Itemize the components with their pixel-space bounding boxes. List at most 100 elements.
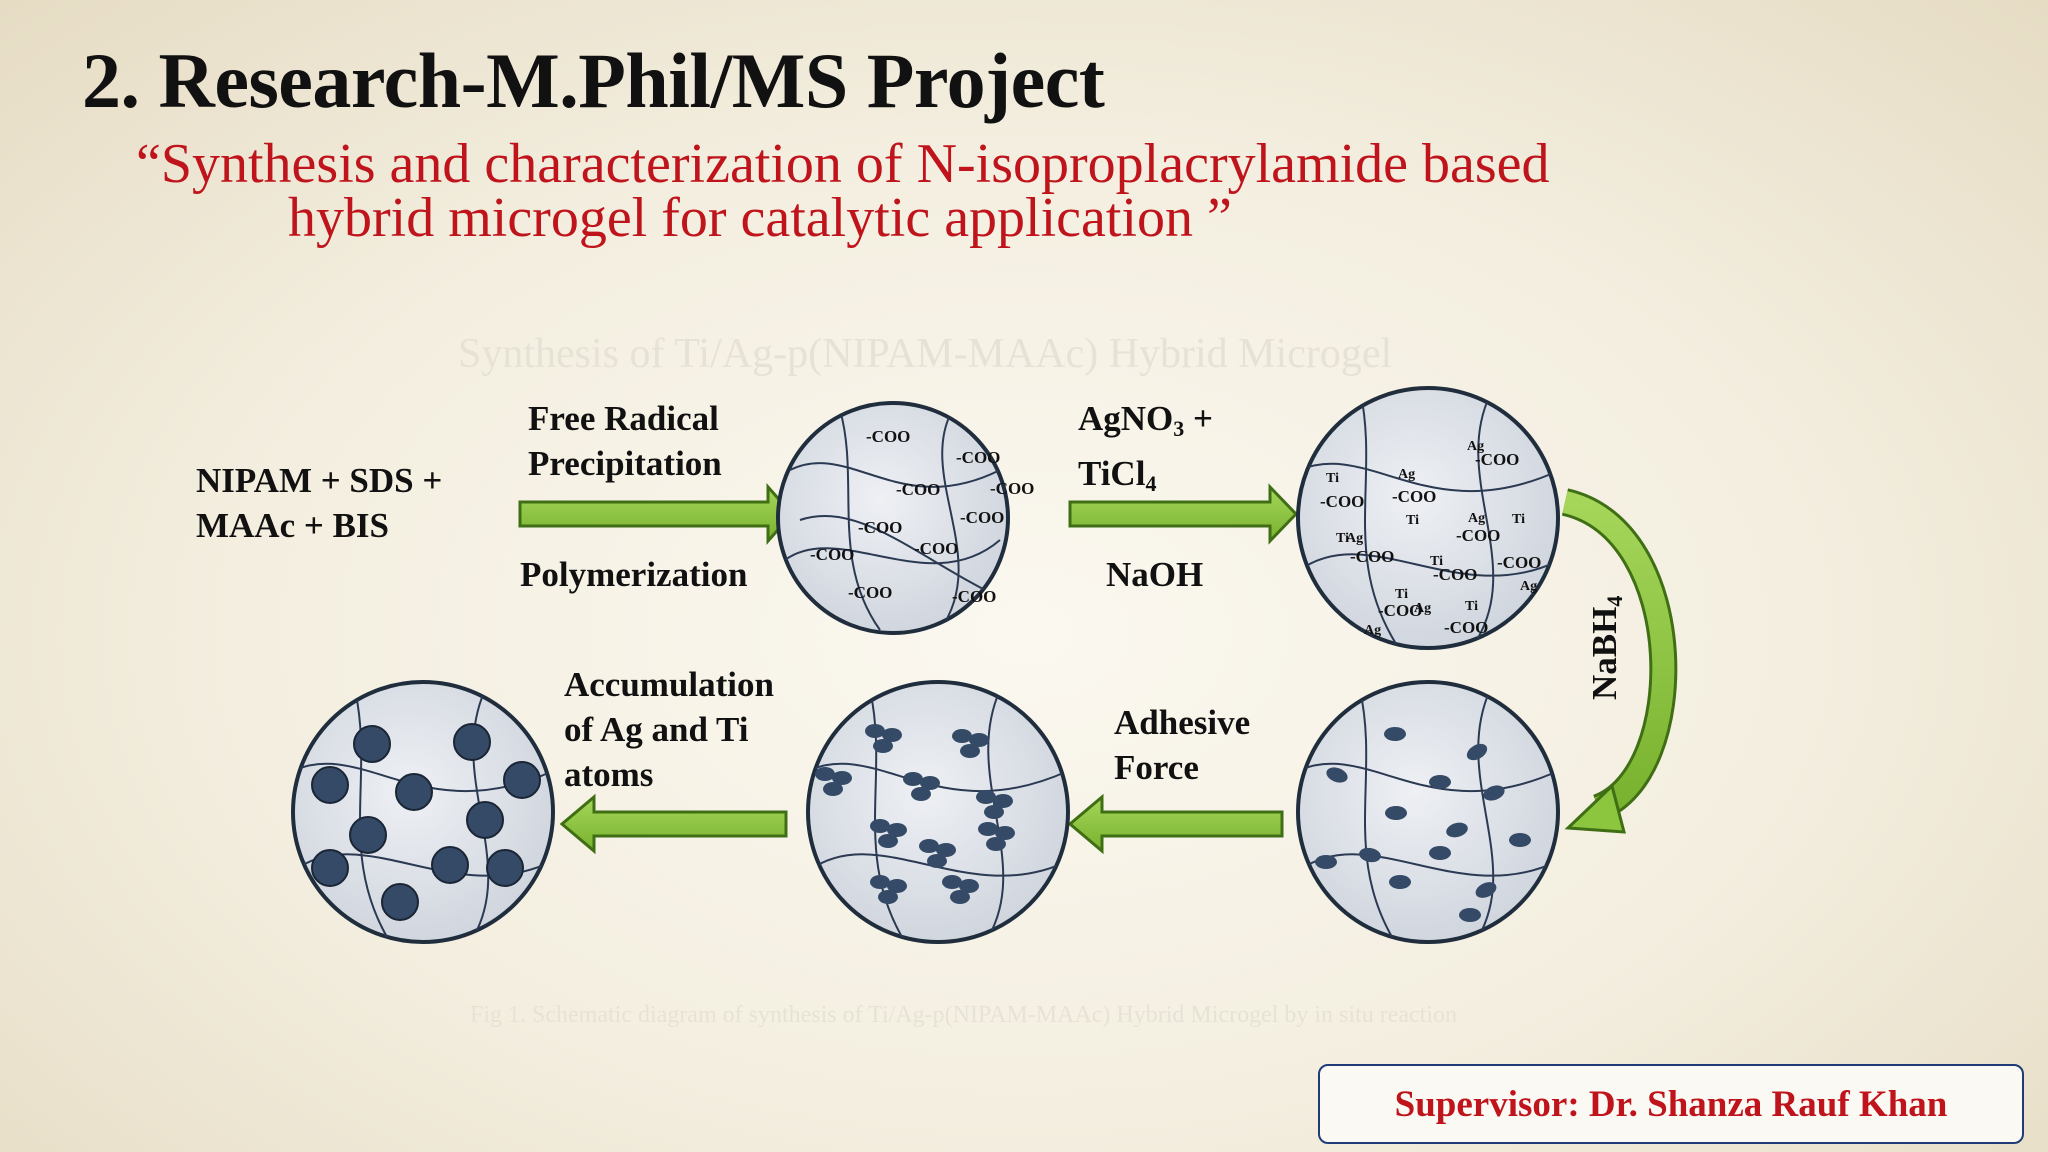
nanoparticle-cluster — [978, 822, 998, 836]
nanoparticle — [1466, 743, 1488, 761]
ti-ion-label: Ti — [1512, 512, 1525, 527]
metal-particle — [503, 761, 541, 799]
nanoparticle-cluster — [832, 771, 852, 785]
nanoparticle — [1509, 833, 1531, 847]
slide-title: 2. Research-M.Phil/MS Project — [82, 37, 1105, 124]
nanoparticle-cluster — [878, 834, 898, 848]
coo-group-label: -COO — [952, 587, 996, 606]
coo-group-label: -COO — [990, 479, 1034, 498]
ag-ion-label: Ag — [1467, 439, 1484, 454]
coo-group-label: -COO — [1475, 450, 1519, 469]
ti-ion-label: Ti — [1430, 554, 1443, 569]
microgel-sphere-2: -COO-COO-COO-COO-COO-COO-COO-COO-COOAgAg… — [1296, 386, 1560, 650]
step2-label-bottom: NaOH — [1106, 555, 1204, 594]
metal-particle — [311, 849, 349, 887]
nanoparticle-cluster — [815, 767, 835, 781]
nanoparticle-cluster — [976, 790, 996, 804]
microgel-sphere-1: -COO-COO-COO-COO-COO-COO-COO-COO-COO-COO — [776, 401, 1034, 635]
coo-group-label: -COO — [858, 518, 902, 537]
ti-ion-label: Ti — [1406, 513, 1419, 528]
ag-ion-label: Ag — [1520, 579, 1537, 594]
coo-group-label: -COO — [1378, 601, 1422, 620]
step3-label-nabh4: NaBH4 — [1585, 595, 1627, 700]
nanoparticle — [1483, 785, 1505, 801]
ti-ion-label: Ti — [1336, 531, 1349, 546]
nanoparticle-cluster — [882, 728, 902, 742]
nanoparticle-cluster — [986, 837, 1006, 851]
ag-ion-label: Ag — [1346, 531, 1363, 546]
nanoparticle-cluster — [865, 724, 885, 738]
metal-particle — [395, 773, 433, 811]
arrow-step-4 — [1067, 793, 1284, 855]
metal-particle — [353, 725, 391, 763]
coo-group-label: -COO — [1392, 487, 1436, 506]
nanoparticle-cluster — [887, 823, 907, 837]
coo-group-label: -COO — [1497, 553, 1541, 572]
nanoparticle — [1429, 846, 1451, 860]
coo-group-label: -COO — [810, 545, 854, 564]
faint-diagram-heading: Synthesis of Ti/Ag-p(NIPAM-MAAc) Hybrid … — [458, 331, 1393, 377]
ti-ion-label: Ti — [1465, 599, 1478, 614]
microgel-sphere-3 — [1296, 680, 1560, 944]
ti-ion-label: Ti — [1326, 471, 1339, 486]
nanoparticle-cluster — [911, 787, 931, 801]
coo-group-label: -COO — [960, 508, 1004, 527]
nanoparticle-cluster — [870, 819, 890, 833]
nanoparticle-cluster — [887, 879, 907, 893]
nanoparticle — [1315, 855, 1337, 869]
metal-particle — [431, 846, 469, 884]
coo-group-label: -COO — [1320, 492, 1364, 511]
nanoparticle-cluster — [993, 794, 1013, 808]
nanoparticle-cluster — [936, 843, 956, 857]
nanoparticle — [1326, 767, 1348, 783]
nanoparticle-cluster — [873, 739, 893, 753]
ti-ion-label: Ti — [1395, 587, 1408, 602]
arrow-step-1 — [518, 483, 795, 545]
nanoparticle — [1475, 882, 1497, 898]
reactants-label: NIPAM + SDS + MAAc + BIS — [196, 461, 443, 545]
ag-ion-label: Ag — [1468, 511, 1485, 526]
nanoparticle-cluster — [878, 890, 898, 904]
nanoparticle-cluster — [920, 776, 940, 790]
arrow-step-2 — [1068, 483, 1299, 545]
step4-label: Adhesive Force — [1114, 703, 1251, 787]
coo-group-label: -COO — [866, 427, 910, 446]
nanoparticle-cluster — [927, 854, 947, 868]
nanoparticle — [1385, 806, 1407, 820]
ag-ion-label: Ag — [1414, 601, 1431, 616]
coo-group-label: -COO — [1350, 547, 1394, 566]
step5-label: Accumulation of Ag and Ti atoms — [564, 665, 774, 794]
metal-particle — [466, 801, 504, 839]
nanoparticle-cluster — [942, 875, 962, 889]
coo-group-label: -COO — [896, 480, 940, 499]
microgel-sphere-5 — [291, 680, 555, 944]
nanoparticle-cluster — [969, 733, 989, 747]
step1-label-bottom: Polymerization — [520, 555, 748, 594]
step1-label-top: Free Radical Precipitation — [528, 399, 722, 483]
nanoparticle-cluster — [903, 772, 923, 786]
arrow-step-5 — [559, 793, 788, 855]
nanoparticle-cluster — [959, 879, 979, 893]
coo-group-label: -COO — [956, 448, 1000, 467]
nanoparticle — [1459, 908, 1481, 922]
faint-diagram-caption: Fig 1. Schematic diagram of synthesis of… — [470, 1002, 1458, 1028]
nanoparticle-cluster — [919, 839, 939, 853]
nanoparticle-cluster — [823, 782, 843, 796]
supervisor-box: Supervisor: Dr. Shanza Rauf Khan — [1318, 1064, 2024, 1144]
coo-group-label: -COO — [1456, 526, 1500, 545]
metal-particle — [453, 723, 491, 761]
metal-particle — [381, 883, 419, 921]
nanoparticle-cluster — [984, 805, 1004, 819]
nanoparticle — [1359, 847, 1381, 863]
metal-particle — [486, 849, 524, 887]
microgel-sphere-4 — [806, 680, 1070, 944]
nanoparticle — [1446, 822, 1468, 838]
subtitle-line-2: hybrid microgel for catalytic applicatio… — [288, 187, 1232, 249]
nanoparticle-cluster — [870, 875, 890, 889]
nanoparticle — [1389, 875, 1411, 889]
coo-group-label: -COO — [848, 583, 892, 602]
metal-particle — [311, 766, 349, 804]
ag-ion-label: Ag — [1398, 467, 1415, 482]
